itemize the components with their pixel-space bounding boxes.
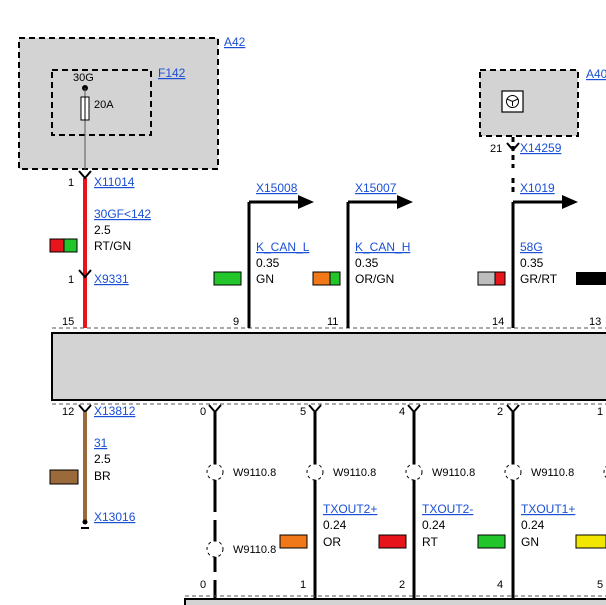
wire-k-can-h-name[interactable]: K_CAN_H xyxy=(355,240,410,254)
control-unit-block xyxy=(51,332,606,401)
svg-text:W9110.8: W9110.8 xyxy=(432,467,475,479)
fuse-rating: 20A xyxy=(94,99,114,111)
svg-text:1: 1 xyxy=(68,177,74,189)
shield-icon xyxy=(504,463,522,481)
svg-text:W9110.8: W9110.8 xyxy=(233,544,276,556)
connector-arrow-x14259 xyxy=(506,142,520,152)
txout1-plus-name[interactable]: TXOUT1+ xyxy=(521,502,575,516)
connector-arrow-x13812 xyxy=(78,404,92,414)
svg-text:14: 14 xyxy=(492,316,504,328)
x1019-link[interactable]: X1019 xyxy=(520,181,555,195)
svg-text:W9110.8: W9110.8 xyxy=(531,467,574,479)
color-swatch-brown xyxy=(49,469,79,485)
wire-k-can-l-name[interactable]: K_CAN_L xyxy=(256,240,310,254)
svg-text:1: 1 xyxy=(300,579,306,591)
color-swatch-gray xyxy=(477,271,496,286)
svg-text:GR/RT: GR/RT xyxy=(520,272,558,286)
color-swatch-black xyxy=(576,272,606,285)
arrow-right-icon xyxy=(397,195,413,209)
color-swatch-orange xyxy=(279,534,308,549)
svg-text:2.5: 2.5 xyxy=(94,452,111,466)
f142-fuse-box xyxy=(51,69,152,136)
wire-31-name[interactable]: 31 xyxy=(94,436,108,450)
color-swatch-green xyxy=(329,271,341,286)
svg-text:GN: GN xyxy=(256,272,274,286)
svg-text:W9110.8: W9110.8 xyxy=(333,467,376,479)
wire-30gf-name[interactable]: 30GF<142 xyxy=(94,207,151,221)
svg-text:0.24: 0.24 xyxy=(521,518,545,532)
svg-text:12: 12 xyxy=(62,406,74,418)
svg-text:GN: GN xyxy=(521,535,539,549)
shield-icon xyxy=(405,463,423,481)
x14259-link[interactable]: X14259 xyxy=(520,141,562,155)
wire-58g-name[interactable]: 58G xyxy=(520,240,543,254)
svg-text:BR: BR xyxy=(94,469,111,483)
svg-text:0: 0 xyxy=(200,406,206,418)
svg-text:21: 21 xyxy=(490,143,502,155)
svg-text:RT: RT xyxy=(422,535,438,549)
svg-text:0: 0 xyxy=(200,579,206,591)
lamp-symbol-circle xyxy=(506,95,519,108)
x11014-link[interactable]: X11014 xyxy=(94,175,135,189)
color-swatch-green xyxy=(213,271,242,286)
svg-text:15: 15 xyxy=(62,316,74,328)
svg-text:RT/GN: RT/GN xyxy=(94,239,131,253)
txout2-minus-name[interactable]: TXOUT2- xyxy=(422,502,473,516)
svg-text:2.5: 2.5 xyxy=(94,223,111,237)
ground-terminal-dot xyxy=(82,519,88,525)
shield-icon xyxy=(306,463,324,481)
svg-text:1: 1 xyxy=(597,406,603,418)
a40-link[interactable]: A40 xyxy=(586,67,606,81)
svg-text:11: 11 xyxy=(327,316,338,328)
color-swatch-green xyxy=(477,534,506,549)
x9331-link[interactable]: X9331 xyxy=(94,272,129,286)
svg-text:2: 2 xyxy=(497,406,503,418)
a42-link[interactable]: A42 xyxy=(224,35,246,49)
svg-text:0.24: 0.24 xyxy=(422,518,446,532)
svg-text:0.35: 0.35 xyxy=(355,256,379,270)
shield-icon xyxy=(206,463,224,481)
color-swatch-green xyxy=(63,238,78,253)
color-swatch-red xyxy=(49,238,65,253)
svg-text:1: 1 xyxy=(68,274,74,286)
connector-arrow-x9331 xyxy=(78,269,92,279)
lower-block-edge xyxy=(184,598,606,605)
svg-text:0.35: 0.35 xyxy=(520,256,544,270)
x13812-link[interactable]: X13812 xyxy=(94,404,136,418)
svg-text:0.35: 0.35 xyxy=(256,256,280,270)
x13016-link[interactable]: X13016 xyxy=(94,510,136,524)
svg-text:13: 13 xyxy=(589,316,601,328)
x15008-link[interactable]: X15008 xyxy=(256,181,298,195)
svg-text:W9110.8: W9110.8 xyxy=(233,467,276,479)
fuse-pin-label: 30G xyxy=(73,72,94,84)
shield-icon xyxy=(206,540,224,558)
a40-module-box xyxy=(479,69,579,137)
svg-text:OR/GN: OR/GN xyxy=(355,272,394,286)
svg-text:5: 5 xyxy=(597,579,603,591)
svg-text:OR: OR xyxy=(323,535,341,549)
color-swatch-yellow xyxy=(575,534,606,549)
color-swatch-red xyxy=(494,271,506,286)
txout2-plus-name[interactable]: TXOUT2+ xyxy=(323,502,377,516)
arrow-right-icon xyxy=(562,195,578,209)
svg-text:4: 4 xyxy=(497,579,503,591)
arrow-right-icon xyxy=(298,195,314,209)
f142-link[interactable]: F142 xyxy=(158,66,186,80)
svg-text:0.24: 0.24 xyxy=(323,518,347,532)
x15007-link[interactable]: X15007 xyxy=(355,181,397,195)
connector-arrow-x11014 xyxy=(78,170,92,180)
svg-text:5: 5 xyxy=(300,406,306,418)
color-swatch-orange xyxy=(312,271,331,286)
color-swatch-red xyxy=(378,534,407,549)
svg-text:9: 9 xyxy=(233,316,239,328)
svg-text:2: 2 xyxy=(399,579,405,591)
svg-text:4: 4 xyxy=(399,406,405,418)
